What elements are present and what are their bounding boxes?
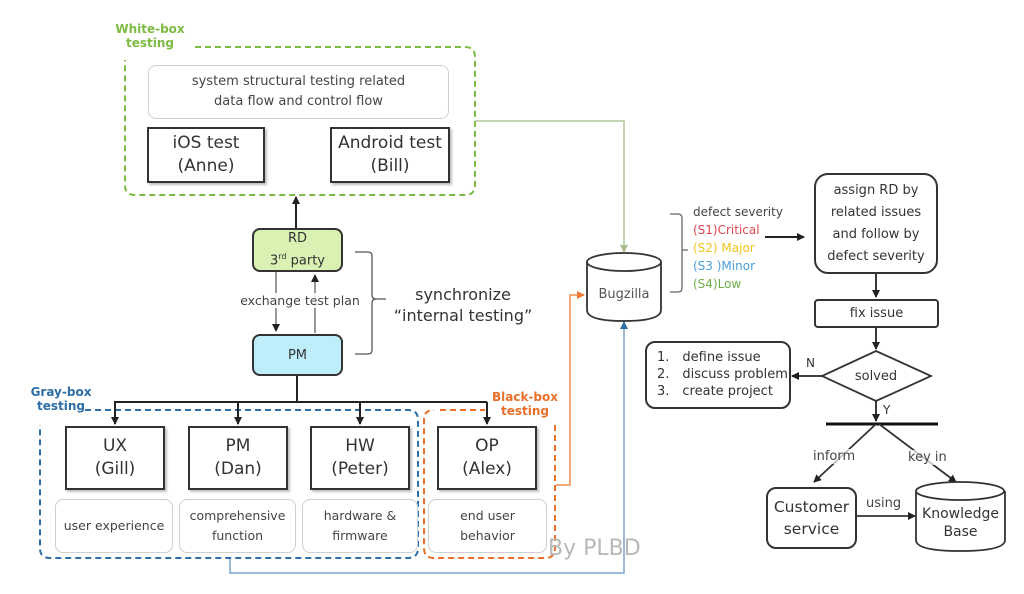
rd-party-text: party <box>286 253 325 269</box>
inform-label: inform <box>813 449 856 464</box>
white-box-description-line2: data flow and control flow <box>214 94 383 109</box>
assign-line1: assign RD by <box>833 182 919 198</box>
bugzilla-database-icon <box>586 252 662 322</box>
fix-issue-box: fix issue <box>814 299 939 328</box>
synchronize-line2: “internal testing” <box>393 306 533 325</box>
black-box-group-border <box>423 409 556 559</box>
ux-box: UX (Gill) <box>65 426 165 490</box>
white-box-description-line1: system structural testing related <box>191 74 406 89</box>
blackbox-to-bugzilla-link <box>556 291 585 486</box>
synchronize-brace <box>355 251 386 355</box>
yes-label: Y <box>883 403 891 417</box>
pm-dan-owner: (Dan) <box>214 459 262 479</box>
white-box-description: system structural testing related data f… <box>148 65 449 119</box>
hw-owner: (Peter) <box>331 459 389 479</box>
customer-service-line1: Customer <box>773 498 850 516</box>
customer-service-box: Customer service <box>766 487 857 549</box>
pm-dan-box: PM (Dan) <box>188 426 288 490</box>
severity-critical: (S1)Critical <box>693 223 760 237</box>
bugzilla-label: Bugzilla <box>598 286 650 302</box>
severity-major: (S2) Major <box>693 241 755 255</box>
key-in-label: key in <box>908 450 947 465</box>
hw-description-line2: firmware <box>332 528 388 543</box>
knowledge-base-database-icon <box>915 481 1006 552</box>
android-test-owner: (Bill) <box>370 156 410 176</box>
step-define-issue: 1. define issue <box>657 350 761 365</box>
rd-box: RD 3rd party <box>252 228 343 272</box>
knowledge-base-label: Knowledge Base <box>916 503 1005 543</box>
pm-dan-description: comprehensive function <box>179 499 296 553</box>
next-steps-box: 1. define issue 2. discuss problem 3. cr… <box>645 341 791 409</box>
white-box-label-line2: testing <box>126 36 174 50</box>
ios-test-box: iOS test (Anne) <box>147 127 265 183</box>
white-box-label-line1: White-box <box>115 22 185 36</box>
customer-service-line2: service <box>783 520 840 538</box>
no-label: N <box>806 356 815 370</box>
op-description-line2: behavior <box>460 528 515 543</box>
severity-title: defect severity <box>693 205 783 219</box>
watermark: By PLBD <box>548 536 641 561</box>
solved-label: solved <box>854 368 898 384</box>
synchronize-line1: synchronize <box>415 285 511 304</box>
fix-issue-label: fix issue <box>849 306 904 321</box>
black-box-label-line1: Black-box <box>491 390 558 404</box>
op-description-line1: end user <box>460 508 515 523</box>
step-discuss-problem: 2. discuss problem <box>657 367 788 382</box>
rd-title: RD <box>287 230 308 246</box>
op-owner: (Alex) <box>462 459 512 479</box>
gray-box-label: Gray-box testing <box>26 385 96 413</box>
android-test-title: Android test <box>338 133 442 153</box>
gray-box-label-line1: Gray-box <box>30 385 92 399</box>
ux-description: user experience <box>55 499 173 553</box>
pm-dan-description-line2: function <box>211 528 264 543</box>
white-box-group-border <box>124 46 476 196</box>
rd-ordinal-number: 3 <box>269 253 279 269</box>
android-test-box: Android test (Bill) <box>330 127 450 183</box>
severity-minor: (S3 )Minor <box>693 259 755 273</box>
assign-line4: defect severity <box>827 248 925 264</box>
using-label: using <box>866 496 902 511</box>
pm-dan-title: PM <box>225 436 251 456</box>
ux-title: UX <box>102 436 128 456</box>
ios-test-title: iOS test <box>172 133 240 153</box>
hw-box: HW (Peter) <box>310 426 410 490</box>
gray-box-group-border <box>39 409 419 559</box>
severity-brace <box>670 213 688 293</box>
synchronize-label: synchronize “internal testing” <box>388 284 538 326</box>
assign-line2: related issues <box>830 204 922 220</box>
white-box-label: White-box testing <box>110 22 190 50</box>
assign-rd-box: assign RD by related issues and follow b… <box>814 173 938 274</box>
op-box: OP (Alex) <box>437 426 537 490</box>
pm-label: PM <box>287 347 308 363</box>
rd-subtitle: 3rd party <box>270 248 325 270</box>
pm-box: PM <box>252 334 343 376</box>
ux-description-line1: user experience <box>63 518 165 533</box>
ux-owner: (Gill) <box>94 459 136 479</box>
hw-description: hardware & firmware <box>302 499 418 553</box>
step-create-project: 3. create project <box>657 384 773 399</box>
op-title: OP <box>475 436 499 456</box>
ios-test-owner: (Anne) <box>177 156 235 176</box>
severity-low: (S4)Low <box>693 277 742 291</box>
assign-line3: and follow by <box>832 226 920 242</box>
gray-box-label-line2: testing <box>37 399 85 413</box>
black-box-label: Black-box testing <box>490 390 560 418</box>
hw-description-line1: hardware & <box>323 508 397 523</box>
rd-ordinal-suffix: rd <box>278 251 287 261</box>
hw-title: HW <box>345 436 375 456</box>
knowledge-base-line2: Base <box>943 524 978 540</box>
op-description: end user behavior <box>428 499 547 553</box>
pm-dan-description-line1: comprehensive <box>189 508 286 523</box>
knowledge-base-line1: Knowledge <box>922 506 999 522</box>
graybox-to-bugzilla-link <box>229 321 628 574</box>
whitebox-to-bugzilla-link <box>475 120 628 253</box>
severity-legend: defect severity (S1)Critical (S2) Major … <box>693 203 783 293</box>
exchange-test-plan-label: exchange test plan <box>240 293 360 308</box>
black-box-label-line2: testing <box>501 404 549 418</box>
